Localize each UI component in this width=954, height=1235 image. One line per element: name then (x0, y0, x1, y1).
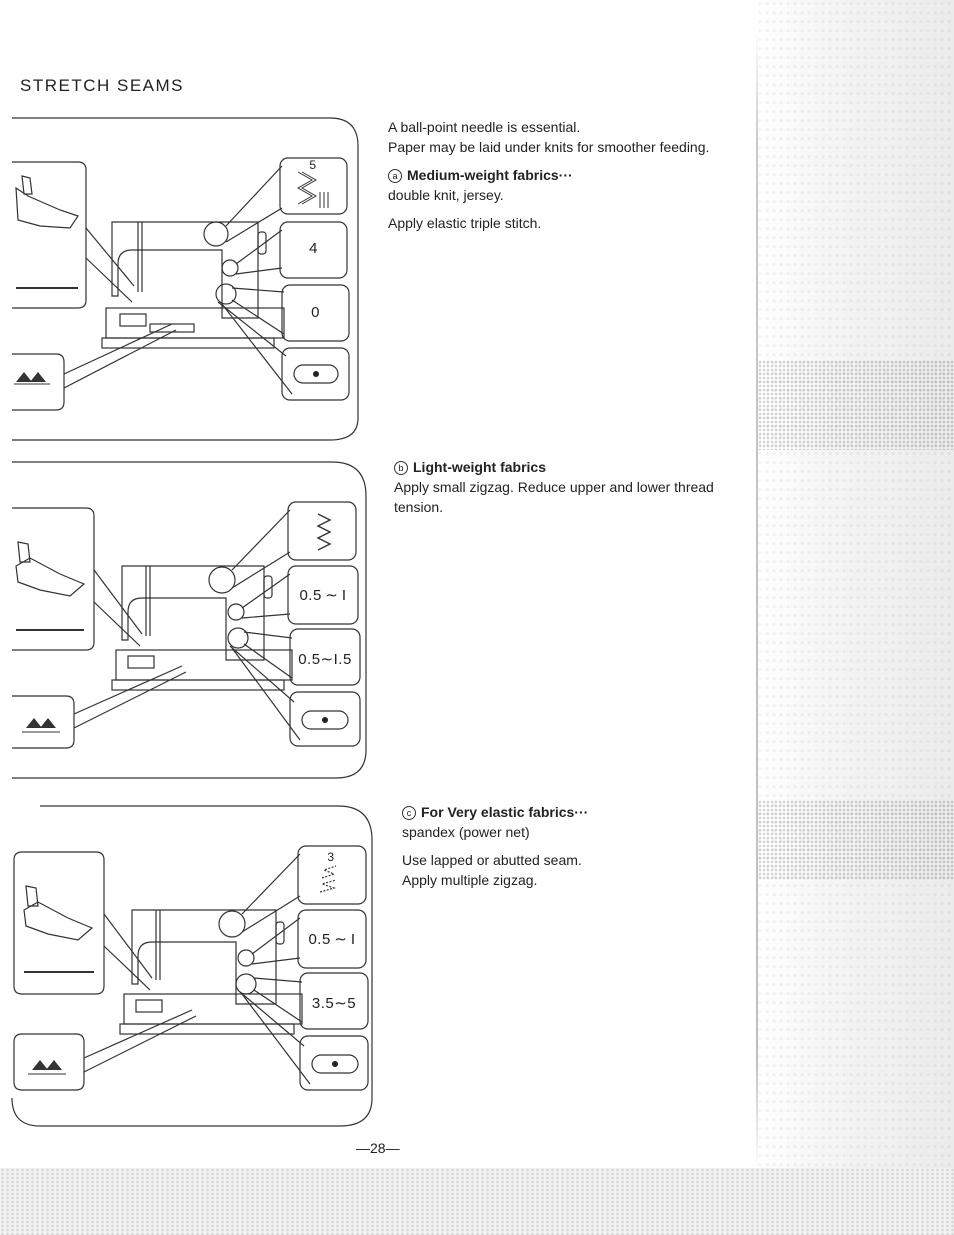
scan-margin-right (758, 0, 954, 1235)
stitch-length-b: 0.5 ∼ I (299, 587, 347, 604)
section-b-text: b Light-weight fabrics Apply small zigzag… (394, 457, 730, 517)
sewing-machine-illustration-a (12, 117, 359, 441)
stitch-length-c: 0.5 ∼ I (308, 931, 356, 948)
heading-very-elastic-text: For Very elastic fabrics··· (421, 804, 589, 820)
sewing-machine-illustration-b (12, 461, 367, 779)
heading-medium-weight: a Medium-weight fabrics··· (388, 165, 728, 185)
stitch-number-c: 3 (327, 850, 335, 864)
illustration-panel-b: 0.5 ∼ I 0.5∼I.5 (0, 461, 372, 782)
fabrics-very-elastic: spandex (power net) (402, 824, 530, 840)
instruction-light-weight: Apply small zigzag. Reduce upper and low… (394, 479, 714, 515)
intro-needle: A ball-point needle is essential. (388, 119, 581, 135)
illustration-panel-a: 5 4 0 (0, 117, 370, 444)
stitch-width-c: 3.5∼5 (311, 995, 357, 1012)
page-edge (756, 30, 758, 1170)
marker-b: b (394, 461, 408, 475)
heading-medium-weight-text: Medium-weight fabrics··· (407, 167, 573, 183)
marker-c: c (402, 806, 416, 820)
marker-a: a (388, 169, 402, 183)
page-title: STRETCH SEAMS (20, 76, 185, 95)
heading-light-weight: b Light-weight fabrics (394, 457, 730, 477)
sewing-machine-illustration-c (11, 805, 373, 1127)
instruction-seam: Use lapped or abutted seam. (402, 852, 582, 868)
section-a-text: A ball-point needle is essential. Paper … (388, 117, 728, 233)
instruction-medium-weight: Apply elastic triple stitch. (388, 215, 542, 231)
scan-margin-bottom (0, 1168, 954, 1235)
heading-light-weight-text: Light-weight fabrics (413, 459, 546, 475)
heading-very-elastic: c For Very elastic fabrics··· (402, 802, 732, 822)
stitch-width-b: 0.5∼I.5 (298, 651, 352, 668)
stitch-width-a: 0 (311, 304, 320, 321)
intro-paper: Paper may be laid under knits for smooth… (388, 139, 710, 155)
fabrics-medium-weight: double knit, jersey. (388, 187, 504, 203)
instruction-zigzag: Apply multiple zigzag. (402, 872, 538, 888)
stitch-number-a: 5 (309, 158, 317, 172)
illustration-panel-c: 3 0.5 ∼ I 3.5∼5 (0, 805, 378, 1132)
stitch-length-a: 4 (309, 240, 318, 257)
page-number: —28— (356, 1140, 400, 1156)
section-c-text: c For Very elastic fabrics··· spandex (po… (402, 802, 732, 890)
